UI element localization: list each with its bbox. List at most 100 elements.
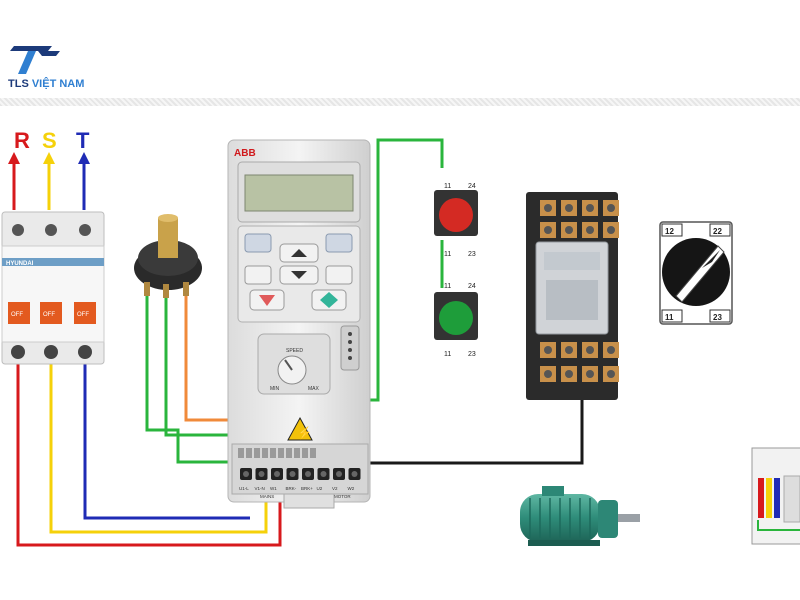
vfd-control-terminal-2[interactable]: [246, 448, 252, 458]
vfd-control-terminal-9[interactable]: [302, 448, 308, 458]
pot-shaft[interactable]: [158, 218, 178, 258]
vfd-terminal-label-3: W1: [270, 486, 277, 491]
relay-top-screw-b-head-3: [586, 226, 594, 234]
relay-bottom-screw-head-3: [586, 346, 594, 354]
vfd-control-terminal-10[interactable]: [310, 448, 316, 458]
breaker-brand: HYUNDAI: [6, 261, 34, 267]
selector-label-box-tl: [661, 223, 683, 237]
relay-bottom-screw-b-head-2: [565, 370, 573, 378]
vfd-control-terminal-4[interactable]: [262, 448, 268, 458]
selector-label-bl: 11: [665, 313, 674, 322]
vfd-loc-rem-button[interactable]: [244, 265, 272, 285]
phase-t-label: T: [76, 128, 90, 153]
vfd-drive: ABB SPEED MIN MAX: [227, 139, 371, 509]
tls-logo-icon: [10, 46, 60, 74]
green-button-contact-label-bottom-left: 11: [444, 351, 451, 358]
push-button-green[interactable]: 11 24 11 23: [434, 283, 478, 358]
selector-label-br: 23: [713, 313, 722, 322]
vfd-control-terminal-6[interactable]: [278, 448, 284, 458]
red-button-contact-label-left: 11: [444, 183, 451, 190]
relay-bottom-screw-head-1: [544, 346, 552, 354]
red-button-contact-label-right: 24: [468, 183, 476, 190]
vfd-terminal-label-2: V1-N: [255, 486, 265, 491]
breaker-switch-2[interactable]: [40, 302, 62, 324]
relay-bottom-screw-head-4: [607, 346, 615, 354]
relay-bottom-screw-b-head-3: [586, 370, 594, 378]
thumbnail-wire-green: [757, 520, 800, 531]
pot-pin-3: [183, 282, 189, 296]
phase-t-arrowhead: [78, 152, 90, 164]
selector-label-box-br: [709, 309, 731, 323]
vfd-led-4: [348, 356, 352, 360]
breaker-switch-2-label: OFF: [43, 312, 55, 318]
warning-icon-symbol: ⚡: [297, 426, 312, 440]
selector-switch[interactable]: 12 22 11 23: [659, 221, 733, 325]
motor-fins: [529, 498, 591, 538]
phase-s: S: [42, 128, 57, 210]
wire-blue: [83, 360, 250, 520]
relay-top-screw-head-4: [607, 204, 615, 212]
vfd-led-2: [348, 340, 352, 344]
vfd-terminal-label-8: W2: [348, 486, 355, 491]
breaker-switch-1-label: OFF: [11, 312, 23, 318]
vfd-down-arrow-icon: [291, 271, 307, 279]
vfd-terminal-screw-6: [320, 471, 327, 477]
vfd-terminal-label-6: U2: [317, 486, 323, 491]
breaker-screw-3: [79, 224, 91, 236]
green-button-cap[interactable]: [439, 301, 473, 335]
vfd-led-3: [348, 348, 352, 352]
motor: [520, 486, 640, 546]
relay-bottom-screw-b-head-1: [544, 370, 552, 378]
header-divider: [0, 98, 800, 106]
brand-name-part1: TLS: [8, 78, 32, 90]
vfd-menu-button[interactable]: [325, 233, 353, 253]
vfd-lcd: [244, 174, 354, 212]
brand-name: TLS VIỆT NAM: [8, 78, 84, 90]
relay-top-screw-head-3: [586, 204, 594, 212]
green-button-contact-label-bottom-right: 23: [468, 351, 476, 358]
relay-top-screw-head-2: [565, 204, 573, 212]
vfd-control-terminal-5[interactable]: [270, 448, 276, 458]
vfd-mains-label: MAINS: [260, 494, 274, 499]
vfd-exit-button[interactable]: [244, 233, 272, 253]
potentiometer: [134, 214, 202, 298]
breaker-switch-1[interactable]: [8, 302, 30, 324]
vfd-terminal-screw-8: [351, 471, 358, 477]
selector-label-box-tr: [709, 223, 731, 237]
relay-top-screw-head-1: [544, 204, 552, 212]
vfd-control-terminal-3[interactable]: [254, 448, 260, 458]
red-button-contact-label-bottom-left: 11: [444, 251, 451, 258]
vfd-fwd-rev-button[interactable]: [325, 265, 353, 285]
vfd-speed-knob-pointer: [284, 359, 293, 371]
vfd-terminal-label-4: BRK-: [286, 486, 297, 491]
breaker-screw-6: [78, 345, 92, 359]
phase-t: T: [76, 128, 90, 210]
relay-contacts: [546, 280, 598, 320]
brand-logo: TLS VIỆT NAM: [8, 42, 98, 98]
green-button-contact-label-right: 24: [468, 283, 476, 290]
breaker-switch-3[interactable]: [74, 302, 96, 324]
thumbnail-preview[interactable]: [751, 447, 800, 545]
breaker-screw-1: [12, 224, 24, 236]
vfd-control-terminal-1[interactable]: [238, 448, 244, 458]
relay-top-screw-b-head-4: [607, 226, 615, 234]
vfd-control-terminal-8[interactable]: [294, 448, 300, 458]
vfd-terminal-screw-3: [274, 471, 280, 477]
relay-bottom-screw-b-head-4: [607, 370, 615, 378]
selector-label-tr: 22: [713, 227, 722, 236]
breaker-switch-3-label: OFF: [77, 312, 89, 318]
vfd-control-terminal-7[interactable]: [286, 448, 292, 458]
relay-bottom-screw-head-2: [565, 346, 573, 354]
vfd-motor-label: MOTOR: [334, 494, 351, 499]
vfd-brand: ABB: [234, 148, 256, 159]
breaker-screw-4: [11, 345, 25, 359]
motor-feet: [528, 540, 600, 546]
red-button-contact-label-bottom-right: 23: [468, 251, 476, 258]
vfd-terminal-screw-1: [243, 471, 249, 477]
vfd-max-label: MAX: [308, 386, 320, 392]
thumbnail-wire-blue: [774, 478, 780, 518]
red-button-cap[interactable]: [439, 198, 473, 232]
vfd-speed-label: SPEED: [286, 348, 303, 354]
push-button-red[interactable]: 11 24 11 23: [434, 183, 478, 258]
